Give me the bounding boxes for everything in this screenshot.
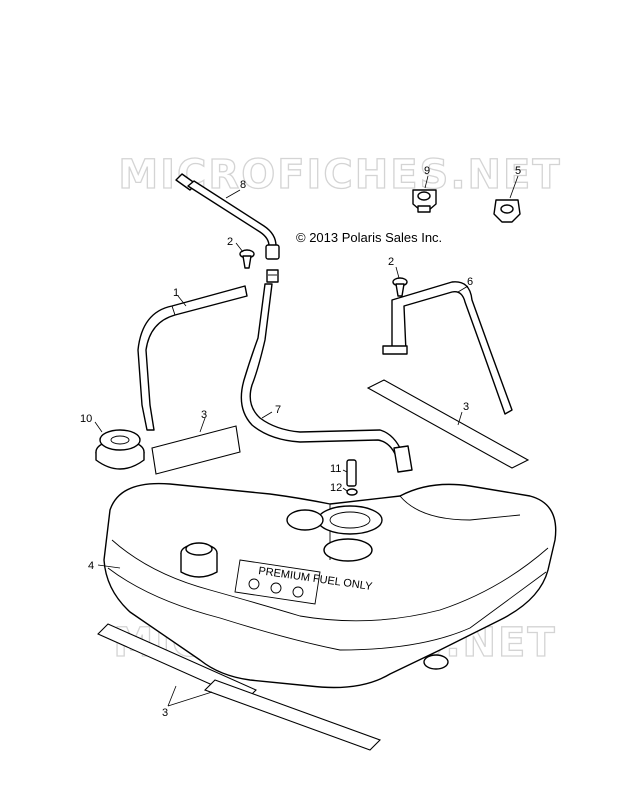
copyright-text: © 2013 Polaris Sales Inc.	[296, 230, 442, 245]
watermark-top: MICROFICHES.NET	[118, 152, 561, 198]
part-3-pad-right	[366, 379, 530, 469]
callout-10: 10	[80, 413, 92, 425]
callout-9: 9	[424, 165, 430, 177]
part-2-screw-right	[392, 277, 408, 297]
callout-4: 4	[88, 560, 94, 572]
part-7-fuel-line	[240, 283, 413, 473]
callout-2a: 2	[227, 236, 233, 248]
leader-lines	[94, 175, 519, 707]
callout-7: 7	[275, 404, 281, 416]
part-4-fuel-tank: PREMIUM FUEL ONLY	[103, 482, 557, 689]
part-9-clamp	[412, 189, 437, 213]
part-5-clamp	[493, 199, 521, 223]
callout-12: 12	[330, 482, 342, 494]
part-11-hose	[346, 459, 357, 487]
part-12-fitting	[346, 488, 358, 496]
callout-6: 6	[467, 276, 473, 288]
callout-5: 5	[515, 165, 521, 177]
callout-1: 1	[173, 287, 179, 299]
callout-2b: 2	[388, 256, 394, 268]
part-6-strap	[382, 281, 513, 415]
callout-11: 11	[330, 463, 341, 475]
part-10-fuel-cap	[95, 429, 145, 470]
part-2-screw-left	[239, 249, 255, 269]
part-8-vent-line	[175, 173, 280, 283]
part-1-strap	[137, 285, 248, 431]
callout-8: 8	[240, 179, 246, 191]
part-3-pad-bottom-right	[204, 679, 381, 751]
callout-3a: 3	[201, 409, 207, 421]
part-3-pad-left	[151, 425, 241, 475]
callout-3c: 3	[162, 707, 168, 719]
callout-3b: 3	[463, 401, 469, 413]
